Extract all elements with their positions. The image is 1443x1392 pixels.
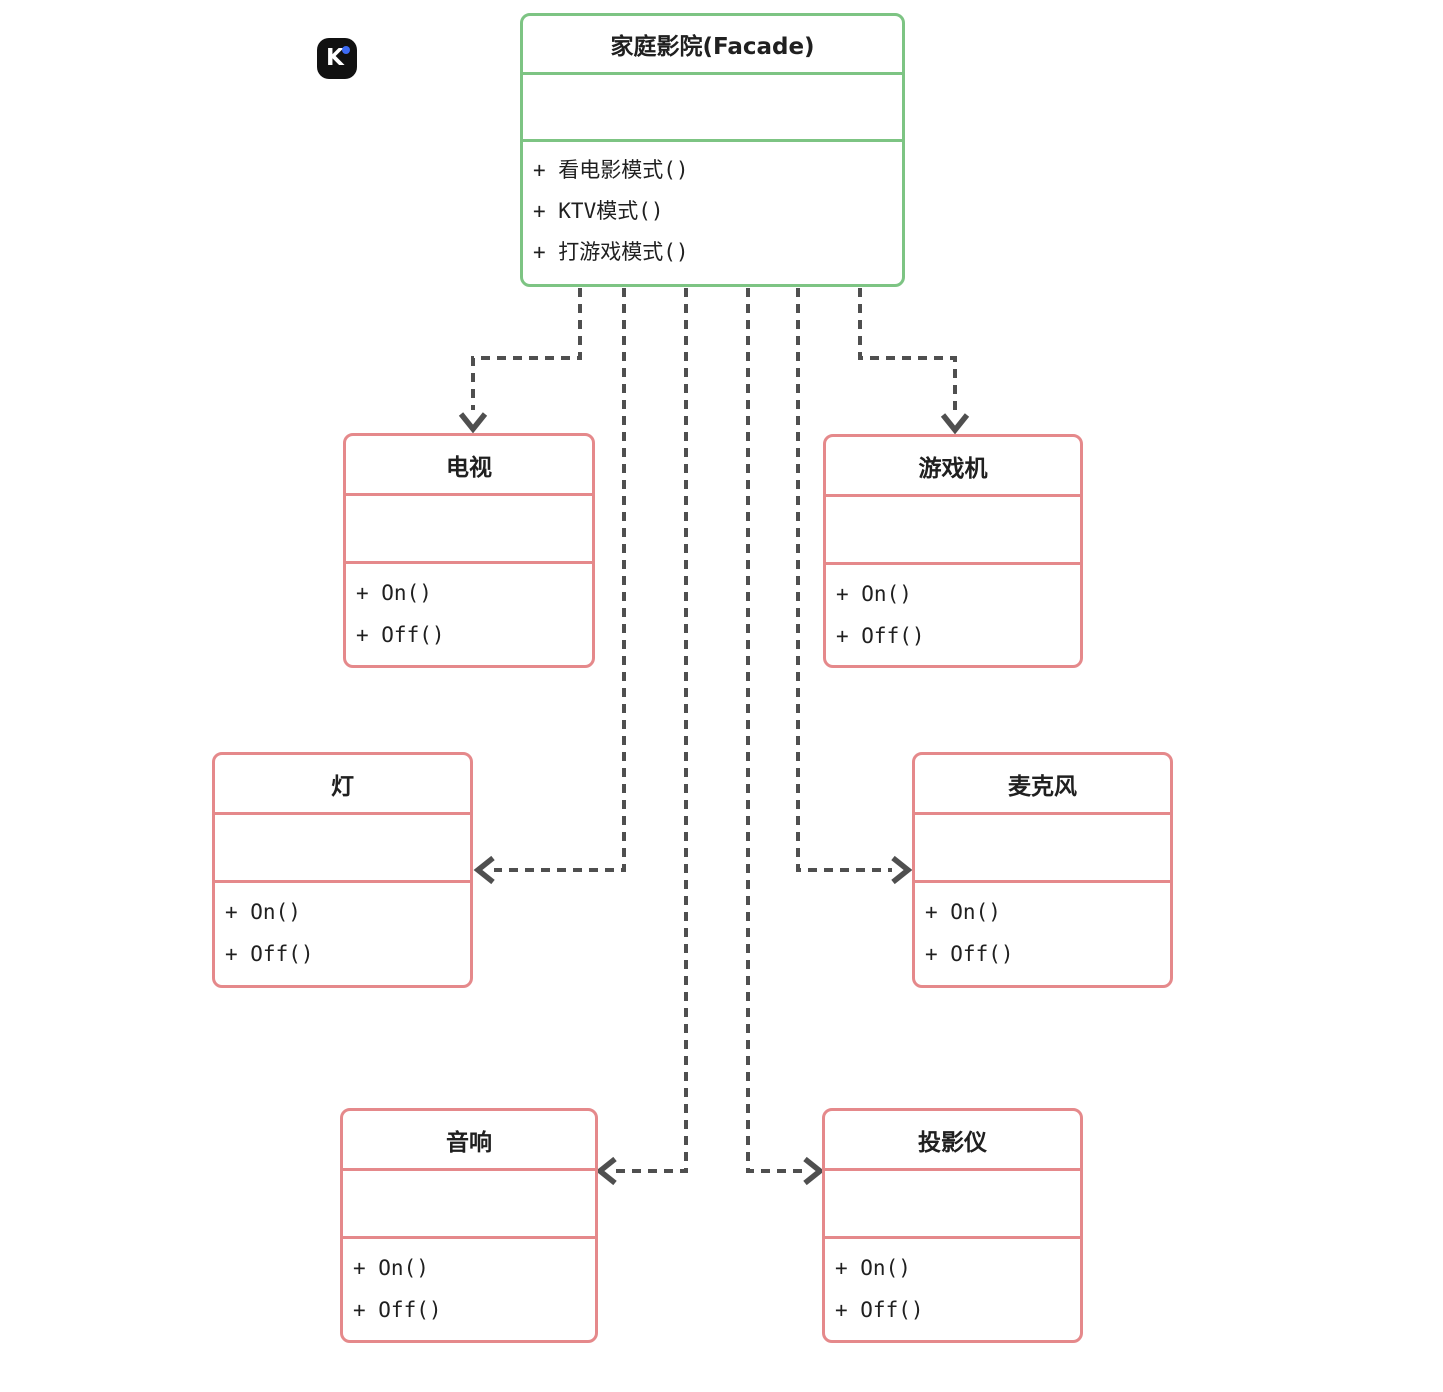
method-item: + Off() <box>225 942 314 966</box>
method-item: + On() <box>353 1256 429 1280</box>
class-attributes-tv <box>346 496 592 564</box>
class-box-facade: 家庭影院(Facade) + 看电影模式() + KTV模式() + 打游戏模式… <box>520 13 905 287</box>
class-attributes-mic <box>915 815 1170 883</box>
class-methods-tv: + On() + Off() <box>346 564 592 665</box>
class-methods-console: + On() + Off() <box>826 565 1080 665</box>
class-attributes-console <box>826 497 1080 565</box>
connector-facade-to-speaker <box>595 288 688 1186</box>
logo-k-icon: K <box>326 45 344 71</box>
method-item: + Off() <box>835 1298 924 1322</box>
method-item: + On() <box>225 900 301 924</box>
connector-facade-to-projector <box>746 288 825 1186</box>
method-item: + Off() <box>353 1298 442 1322</box>
class-attributes-light <box>215 815 470 883</box>
class-box-projector: 投影仪 + On() + Off() <box>822 1108 1083 1343</box>
method-item: + 打游戏模式() <box>533 240 689 264</box>
method-item: + On() <box>925 900 1001 924</box>
class-title-speaker: 音响 <box>343 1111 595 1171</box>
class-box-tv: 电视 + On() + Off() <box>343 433 595 668</box>
method-item: + Off() <box>356 623 445 647</box>
method-item: + KTV模式() <box>533 199 664 223</box>
method-item: + On() <box>356 581 432 605</box>
class-attributes-projector <box>825 1171 1080 1239</box>
connector-facade-to-tv <box>458 288 582 434</box>
method-item: + 看电影模式() <box>533 158 689 182</box>
class-title-tv: 电视 <box>346 436 592 496</box>
method-item: + On() <box>836 582 912 606</box>
class-methods-mic: + On() + Off() <box>915 883 1170 985</box>
class-box-speaker: 音响 + On() + Off() <box>340 1108 598 1343</box>
class-methods-speaker: + On() + Off() <box>343 1239 595 1340</box>
class-methods-facade: + 看电影模式() + KTV模式() + 打游戏模式() <box>523 142 902 284</box>
method-item: + Off() <box>836 624 925 648</box>
class-box-console: 游戏机 + On() + Off() <box>823 434 1083 668</box>
class-box-mic: 麦克风 + On() + Off() <box>912 752 1173 988</box>
class-methods-projector: + On() + Off() <box>825 1239 1080 1340</box>
class-title-console: 游戏机 <box>826 437 1080 497</box>
logo-dot-icon <box>342 46 350 54</box>
connector-facade-to-light <box>473 288 626 885</box>
class-title-projector: 投影仪 <box>825 1111 1080 1171</box>
class-title-light: 灯 <box>215 755 470 815</box>
connector-facade-to-mic <box>796 288 913 885</box>
class-box-light: 灯 + On() + Off() <box>212 752 473 988</box>
class-methods-light: + On() + Off() <box>215 883 470 985</box>
class-attributes-facade <box>523 75 902 142</box>
method-item: + On() <box>835 1256 911 1280</box>
method-item: + Off() <box>925 942 1014 966</box>
connector-facade-to-console <box>858 288 970 435</box>
class-title-mic: 麦克风 <box>915 755 1170 815</box>
app-logo: K <box>317 38 357 79</box>
class-title-facade: 家庭影院(Facade) <box>523 16 902 75</box>
class-attributes-speaker <box>343 1171 595 1239</box>
